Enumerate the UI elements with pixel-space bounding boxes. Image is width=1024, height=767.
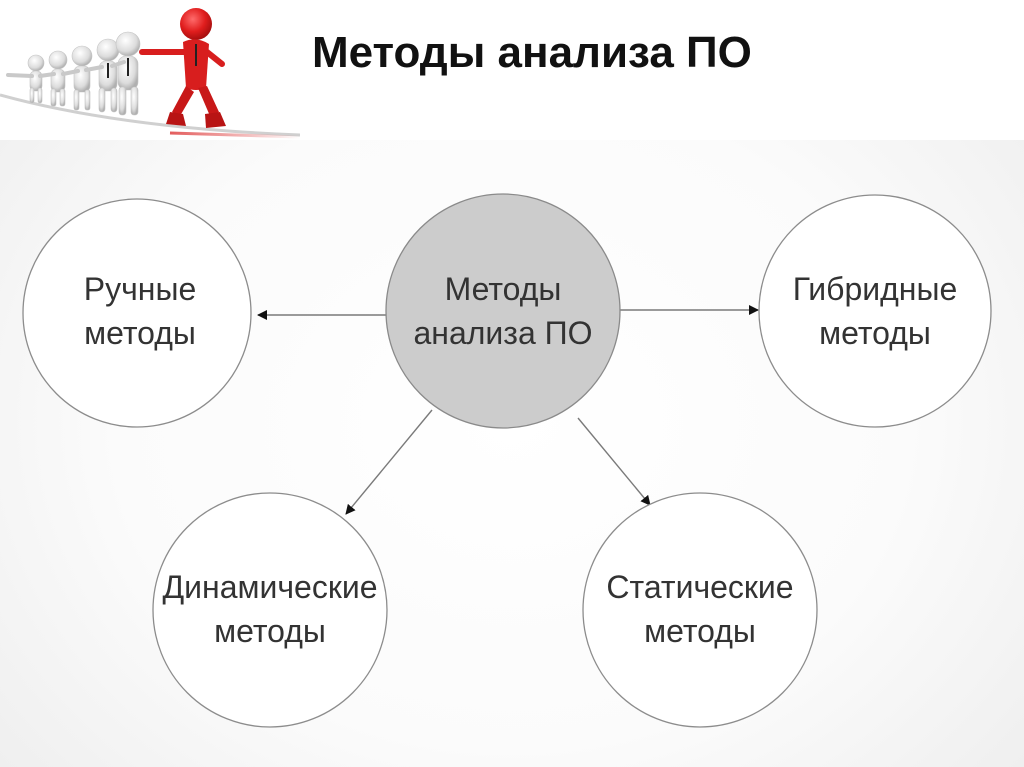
people-line-leader-icon (0, 8, 300, 139)
node-static-line2: методы (644, 613, 756, 649)
arrow-to-static (577, 417, 651, 506)
node-center-line1: Методы (445, 271, 562, 307)
node-dynamic-methods: Динамические методы (152, 492, 388, 728)
node-hybrid-line2: методы (819, 315, 931, 351)
node-dynamic-line2: методы (214, 613, 326, 649)
node-hybrid-methods: Гибридные методы (758, 194, 992, 428)
node-manual-methods: Ручные методы (22, 198, 252, 428)
arrow-to-dynamic (345, 409, 433, 515)
node-center-line2: анализа ПО (413, 315, 592, 351)
node-static-line1: Статические (606, 569, 793, 605)
node-manual-line1: Ручные (84, 271, 196, 307)
node-hybrid-line1: Гибридные (793, 271, 958, 307)
node-center-analysis-methods: Методы анализа ПО (385, 193, 621, 429)
node-dynamic-line1: Динамические (162, 569, 377, 605)
slide-title: Методы анализа ПО (312, 28, 752, 77)
slide-header: Методы анализа ПО (0, 0, 1024, 140)
node-manual-line2: методы (84, 315, 196, 351)
node-static-methods: Статические методы (582, 492, 818, 728)
